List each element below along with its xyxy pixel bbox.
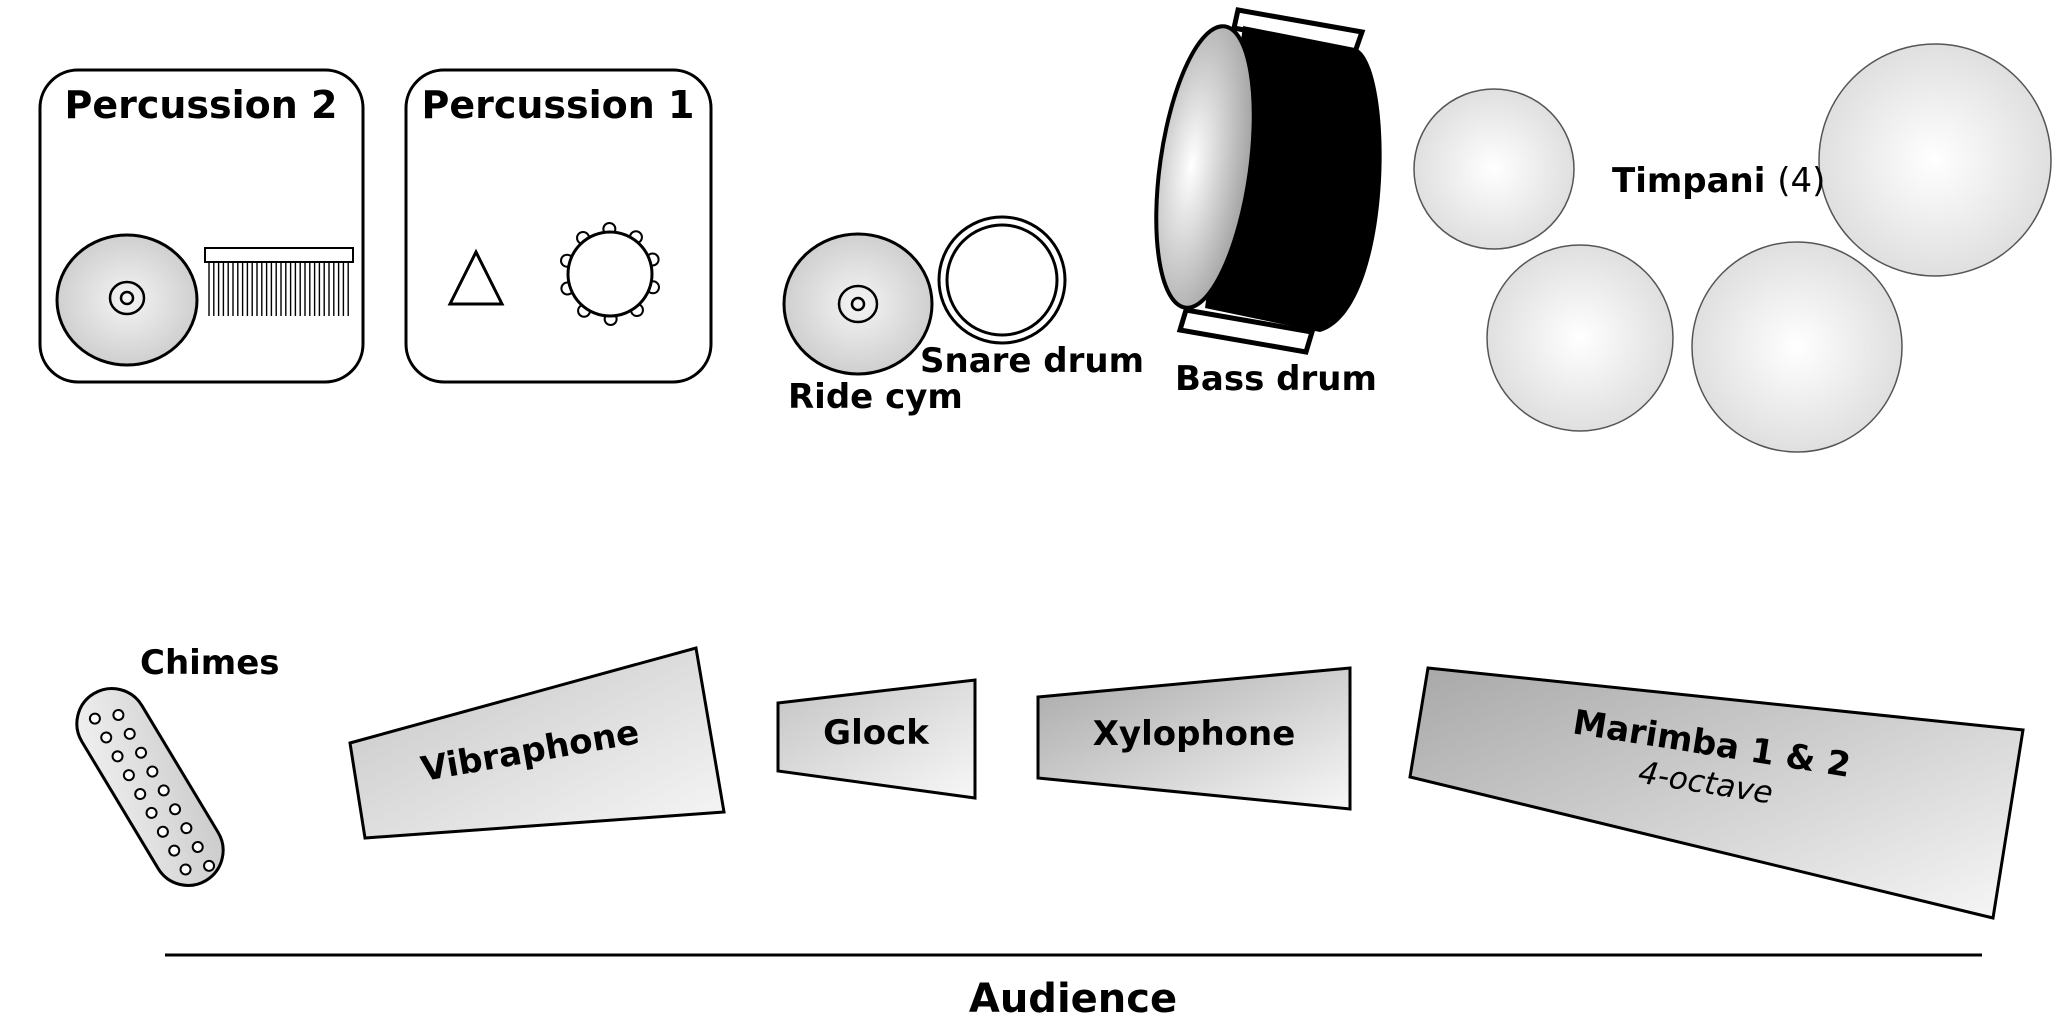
bass-drum: Bass drum bbox=[1154, 7, 1382, 399]
vibraphone: Vibraphone bbox=[348, 646, 726, 840]
percussion-2-station: Percussion 2 bbox=[38, 68, 365, 384]
xylophone-label: Xylophone bbox=[1093, 714, 1296, 754]
snare-drum-label: Snare drum bbox=[920, 341, 1144, 381]
tambourine-icon bbox=[560, 222, 660, 326]
timpani-drum bbox=[1691, 241, 1903, 453]
glock-label: Glock bbox=[823, 713, 930, 753]
timpani-count: (4) bbox=[1777, 161, 1825, 201]
timpani-drum bbox=[1818, 43, 2052, 277]
ride-cymbal-label: Ride cym bbox=[788, 377, 963, 417]
percussion-1-station: Percussion 1 bbox=[404, 68, 713, 384]
audience-label: Audience bbox=[969, 976, 1177, 1022]
timpani: Timpani (4) bbox=[1413, 43, 2052, 453]
percussion-2-title: Percussion 2 bbox=[64, 83, 337, 127]
triangle-icon bbox=[447, 248, 505, 306]
ride-cymbal: Ride cym bbox=[782, 232, 963, 417]
mark-tree-icon bbox=[204, 247, 354, 316]
chimes: Chimes bbox=[75, 643, 280, 887]
percussion-1-title: Percussion 1 bbox=[421, 83, 694, 127]
glockenspiel: Glock bbox=[776, 678, 977, 800]
timpani-drum bbox=[1486, 244, 1674, 432]
timpani-label: Timpani (4) bbox=[1612, 161, 1825, 201]
snare-drum: Snare drum bbox=[920, 215, 1144, 381]
chimes-label: Chimes bbox=[140, 643, 280, 683]
bass-drum-label: Bass drum bbox=[1175, 359, 1377, 399]
timpani-drum bbox=[1413, 88, 1575, 250]
xylophone: Xylophone bbox=[1036, 666, 1352, 811]
timpani-name: Timpani bbox=[1612, 161, 1765, 201]
marimba: Marimba 1 & 2 4-octave bbox=[1408, 666, 2025, 920]
suspended-cymbal-icon bbox=[55, 233, 199, 367]
